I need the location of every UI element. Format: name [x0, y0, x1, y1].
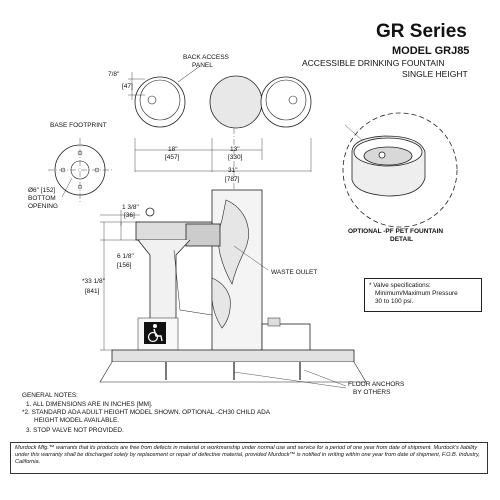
product-height: SINGLE HEIGHT [402, 69, 468, 79]
bottom-opening-dia: Ø6" [152] [28, 187, 56, 194]
series-title: GR Series [376, 21, 467, 42]
waste-outlet-label: WASTE OULET [271, 269, 318, 276]
note-1: 1. ALL DIMENSIONS ARE IN INCHES [MM]. [26, 401, 153, 408]
dim-7-8: 7/8" [108, 71, 120, 78]
base-footprint [48, 138, 112, 202]
bottom-opening-label-2: OPENING [28, 203, 58, 210]
accessibility-icon [144, 322, 166, 344]
dim-6-1-8: 6 1/8" [117, 253, 134, 260]
dim-31: 31" [228, 167, 238, 174]
warranty-text: Murdock Mfg.™ warrants that its products… [10, 442, 488, 474]
elevation-view [99, 189, 367, 389]
bottom-opening-label: BOTTOM [28, 195, 56, 202]
dim-156: [156] [117, 262, 132, 269]
dim-457: [457] [165, 154, 180, 161]
product-description: ACCESSIBLE DRINKING FOUNTAIN [302, 58, 445, 68]
spec-line-1: * Valve specifications: [369, 282, 431, 289]
dim-330: [330] [228, 154, 243, 161]
back-access-label-2: PANEL [192, 62, 213, 69]
dim-36: [36] [124, 212, 135, 219]
dim-1-3-8: 1 3/8" [122, 204, 139, 211]
notes-title: GENERAL NOTES: [22, 392, 78, 399]
base-footprint-title: BASE FOOTPRINT [50, 122, 107, 129]
dim-841: [841] [85, 288, 100, 295]
spec-line-3: 30 to 100 psi. [375, 298, 414, 305]
pet-fountain-detail [342, 112, 458, 228]
floor-anchors-label: FLOOR ANCHORS [348, 381, 405, 388]
dim-33-1-8: *33 1/8" [82, 278, 105, 285]
floor-anchors-label-2: BY OTHERS [353, 389, 391, 396]
back-access-label: BACK ACCESS [183, 54, 229, 61]
spec-line-2: Minimum/Maximum Pressure [375, 290, 458, 297]
note-2: *2. STANDARD ADA ADULT HEIGHT MODEL SHOW… [22, 409, 270, 416]
note-3: 3. STOP VALVE NOT PROVIDED. [26, 427, 124, 434]
dim-787: [787] [225, 176, 240, 183]
dim-13: 13" [230, 146, 240, 153]
valve-spec-box: * Valve specifications: Minimum/Maximum … [364, 278, 482, 312]
detail-title: OPTIONAL -PF PET FOUNTAIN [348, 228, 444, 235]
dim-18: 18" [168, 146, 178, 153]
detail-subtitle: DETAIL [390, 236, 413, 243]
model-title: MODEL GRJ85 [392, 45, 470, 57]
note-2-cont: HEIGHT MODEL AVAILABLE. [34, 417, 119, 424]
plan-view [128, 65, 312, 190]
dim-47: [47] [122, 83, 133, 90]
